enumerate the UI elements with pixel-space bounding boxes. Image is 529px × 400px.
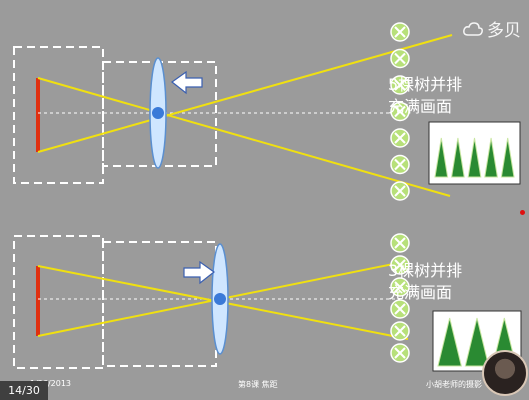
subject-circle [390,154,410,175]
subject-circle [390,48,410,69]
subject-circle-column [390,233,410,363]
top-panel: 5棵树并排 充满画面 [13,22,521,201]
ray-lower [37,77,451,197]
subject-circle-column [390,22,410,201]
tree-icon [467,137,482,178]
laser-pointer-dot [520,210,525,215]
arrow-right-icon [183,260,216,285]
tree-icon [451,137,465,178]
camera-body-outline [13,46,104,184]
label-line1: 3棵树并排 [388,261,462,280]
subject-circle [390,128,410,148]
subject-circle [390,233,410,253]
subject-circle [390,255,410,275]
lens-center [152,107,164,119]
label-line1: 5棵树并排 [388,75,462,94]
subject-circle [390,22,410,42]
bottom-panel: 3棵树并排 充满画面 [13,233,522,372]
footer-lesson: 第8课 焦距 [238,380,278,389]
footer-author: 小胡老师的摄影 [426,380,482,389]
page-counter[interactable]: 14/30 [0,381,48,400]
subject-circle [390,101,410,122]
subject-circle [390,181,410,201]
label-line2: 充满画面 [388,283,452,302]
tree-icon [500,137,515,178]
subject-circle [390,299,410,319]
label-line2: 充满画面 [388,97,452,116]
camera-body-outline [13,235,104,369]
tree-icon [434,137,449,178]
subject-circle [390,321,410,341]
tree-icon [464,317,490,367]
footer-date: 1/26/2013 [30,379,72,388]
tree-icon [484,137,498,178]
subject-circle [390,343,410,363]
presenter-avatar [482,350,528,396]
subject-circle [390,277,410,297]
cloud-icon [463,21,483,36]
subject-circle [390,75,410,95]
lens-center [214,293,226,305]
tree-row [434,137,515,178]
ray-upper [37,34,453,153]
arrow-left-icon [170,70,203,95]
watermark-text: 多贝 [487,21,521,41]
tree-icon [437,317,462,367]
watermark: 多贝 [463,16,521,41]
